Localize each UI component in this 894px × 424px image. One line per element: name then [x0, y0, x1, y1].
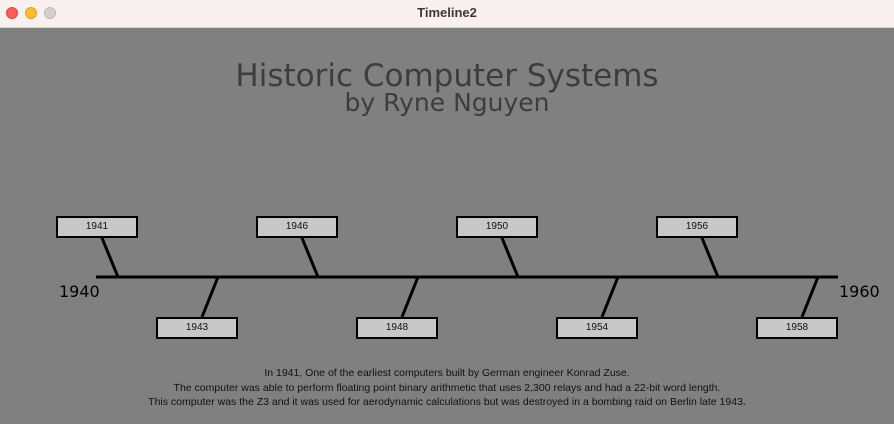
year-button-1948[interactable]: 1948	[356, 317, 438, 339]
event-description: In 1941, One of the earliest computers b…	[0, 366, 894, 410]
title-bar: Timeline2	[0, 0, 894, 28]
year-button-1950[interactable]: 1950	[456, 216, 538, 238]
minimize-button[interactable]	[25, 7, 37, 19]
year-button-1943[interactable]: 1943	[156, 317, 238, 339]
connector-above-3	[500, 237, 520, 278]
maximize-button[interactable]	[44, 7, 56, 19]
year-button-1946[interactable]: 1946	[256, 216, 338, 238]
year-button-1958[interactable]: 1958	[756, 317, 838, 339]
timeline-end-label: 1960	[839, 282, 880, 301]
connector-above-1	[100, 237, 120, 278]
connector-below-4	[800, 276, 820, 318]
description-line-1: In 1941, One of the earliest computers b…	[264, 367, 630, 379]
description-line-3: This computer was the Z3 and it was used…	[148, 396, 746, 408]
timeline-start-label: 1940	[59, 282, 100, 301]
page-title: Historic Computer Systems	[235, 58, 659, 94]
close-button[interactable]	[6, 7, 18, 19]
year-button-1954[interactable]: 1954	[556, 317, 638, 339]
page-subtitle: by Ryne Nguyen	[344, 88, 550, 117]
timeline-canvas: Historic Computer Systems by Ryne Nguyen…	[0, 28, 894, 424]
connector-below-1	[200, 276, 220, 318]
description-line-2: The computer was able to perform floatin…	[173, 381, 721, 394]
year-button-1956[interactable]: 1956	[656, 216, 738, 238]
connector-above-4	[700, 237, 720, 278]
connector-below-3	[600, 276, 620, 318]
year-button-1941[interactable]: 1941	[56, 216, 138, 238]
window-title: Timeline2	[417, 5, 477, 20]
timeline-graphic	[96, 237, 838, 318]
connector-above-2	[300, 237, 320, 278]
connector-below-2	[400, 276, 420, 318]
